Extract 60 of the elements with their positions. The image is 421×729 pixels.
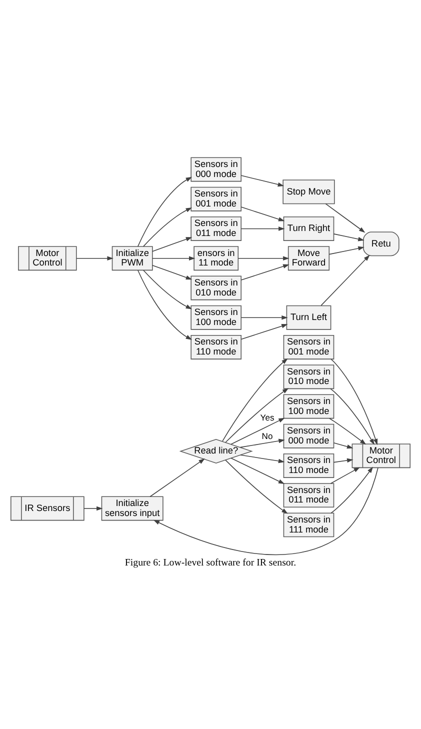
node-box: Initialize PWM	[112, 246, 153, 271]
node-box: Sensors in 111 mode	[283, 512, 334, 538]
arrow	[137, 176, 192, 247]
arrow	[330, 388, 374, 445]
node-box: Sensors in 110 mode	[283, 453, 334, 478]
arrow	[240, 315, 288, 320]
arrow	[143, 207, 192, 247]
arrow	[137, 270, 192, 340]
node-box: Sensors in 001 mode	[190, 186, 242, 212]
node-box: Turn Left	[286, 305, 332, 330]
edge-label: No	[262, 430, 273, 441]
node-box: Sensors in 011 mode	[190, 216, 242, 241]
node-box: Sensors in 100 mode	[190, 305, 242, 330]
arrow	[240, 206, 285, 222]
node-box: Sensors in 010 mode	[190, 276, 242, 300]
arrow	[230, 458, 285, 484]
node-box: Sensors in 100 mode	[283, 394, 334, 419]
arrow	[330, 358, 378, 446]
arrow	[225, 388, 289, 443]
arrow	[143, 270, 192, 310]
arrow	[240, 264, 290, 280]
node-box: Sensors in 001 mode	[283, 334, 334, 360]
arrow	[152, 237, 192, 252]
caption: Figure 6: Low-level software for IR sensor.	[124, 557, 296, 568]
arrow	[329, 418, 366, 445]
arrow	[222, 358, 288, 442]
arrow	[152, 264, 192, 280]
arrow	[328, 246, 364, 255]
edge-label: Yes	[260, 412, 274, 423]
arrow	[240, 454, 285, 464]
arrow	[320, 254, 370, 306]
arrow	[240, 226, 285, 231]
arrow	[230, 418, 285, 445]
node-box: Sensors in 011 mode	[283, 483, 334, 508]
arrow	[225, 460, 288, 514]
arrow	[333, 458, 354, 463]
arrow	[238, 256, 290, 261]
arrow	[150, 458, 205, 498]
arrow	[333, 442, 354, 449]
arrow	[152, 256, 196, 261]
arrow	[240, 324, 288, 340]
arrow	[84, 506, 103, 511]
node-box: Sensors in 110 mode	[190, 334, 242, 360]
node-box: Sensors in 010 mode	[283, 364, 334, 390]
node-box: Sensors in 000 mode	[283, 424, 334, 448]
node-box: Move Forward	[288, 246, 330, 271]
arrow	[76, 256, 114, 261]
node-box: Turn Right	[283, 216, 334, 241]
arrow	[330, 467, 360, 484]
arrow	[333, 234, 364, 242]
arrow	[325, 203, 366, 233]
arrow	[240, 175, 284, 187]
arrow	[330, 466, 374, 514]
node-box: Stop Move	[282, 180, 335, 204]
node-box: Sensors in 000 mode	[190, 157, 242, 182]
node-box: Retu	[362, 232, 400, 256]
node-box: ensors in 11 mode	[194, 246, 239, 271]
node-box: Initialize sensors input	[101, 496, 164, 521]
arrow	[240, 438, 285, 448]
arrow	[153, 467, 378, 556]
